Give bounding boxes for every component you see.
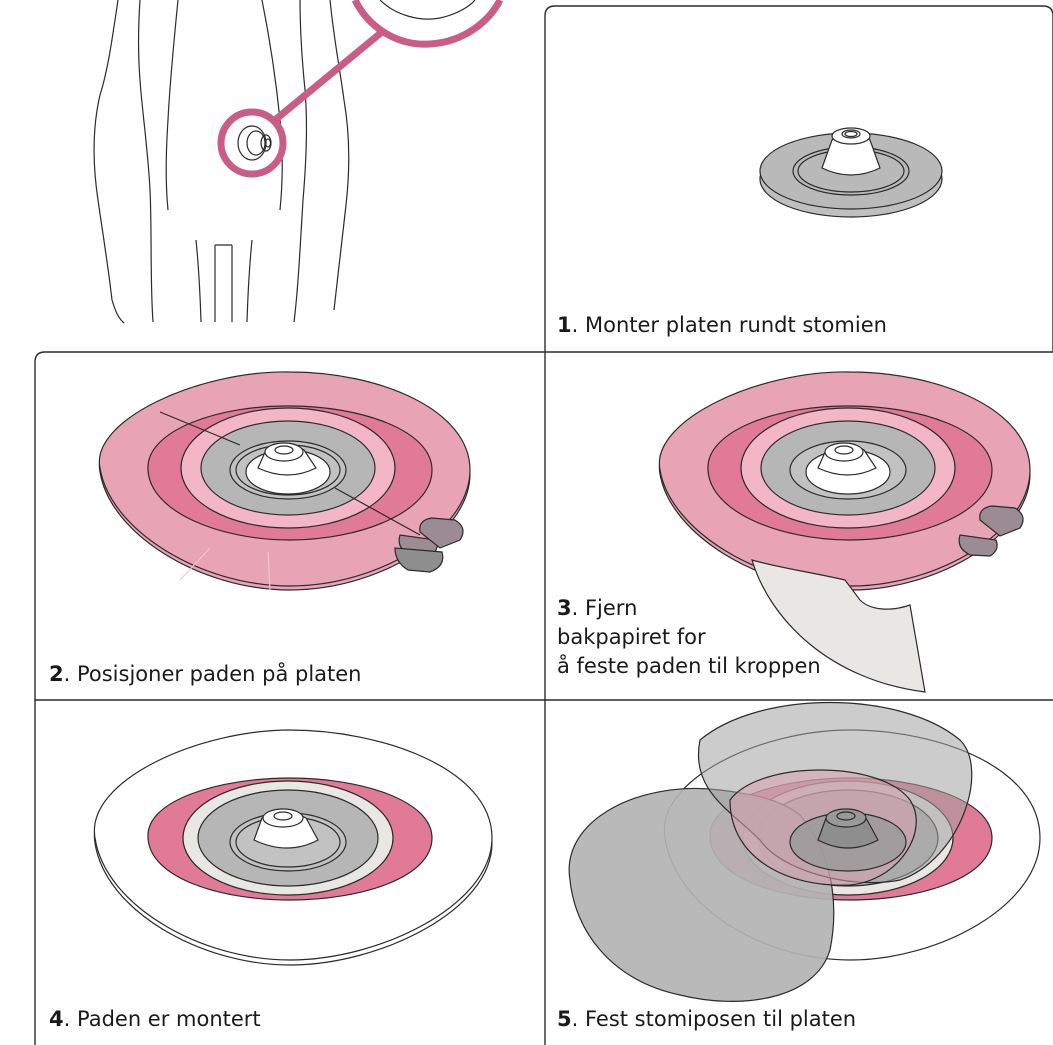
pad-mounted-icon [94, 730, 492, 965]
step-text: . Fest stomiposen til platen [572, 1007, 856, 1031]
step-number: 5 [557, 1007, 572, 1031]
body-outline-icon [94, 0, 349, 323]
step-text: . Posisjoner paden på platen [64, 662, 362, 686]
step-5-caption: 5. Fest stomiposen til platen [557, 1005, 856, 1034]
step-text-line-1: . Fjern [572, 596, 638, 620]
pad-icon [99, 372, 470, 590]
stoma-magnifier-icon [221, 0, 500, 174]
step-number: 1 [557, 313, 572, 337]
step-number: 4 [49, 1007, 64, 1031]
ostomy-bag-icon [569, 703, 1040, 1002]
step-text-line-3: å feste paden til kroppen [557, 652, 821, 681]
step-number: 3 [557, 596, 572, 620]
step-number: 2 [49, 662, 64, 686]
step-1-caption: 1. Monter platen rundt stomien [557, 311, 887, 340]
step-3-caption: 3. Fjern bakpapiret for å feste paden ti… [557, 594, 821, 681]
step-4-caption: 4. Paden er montert [49, 1005, 261, 1034]
step-text: . Paden er montert [64, 1007, 261, 1031]
baseplate-icon [760, 128, 942, 217]
step-text: . Monter platen rundt stomien [572, 313, 887, 337]
step-text-line-2: bakpapiret for [557, 623, 821, 652]
step-2-caption: 2. Posisjoner paden på platen [49, 660, 361, 689]
